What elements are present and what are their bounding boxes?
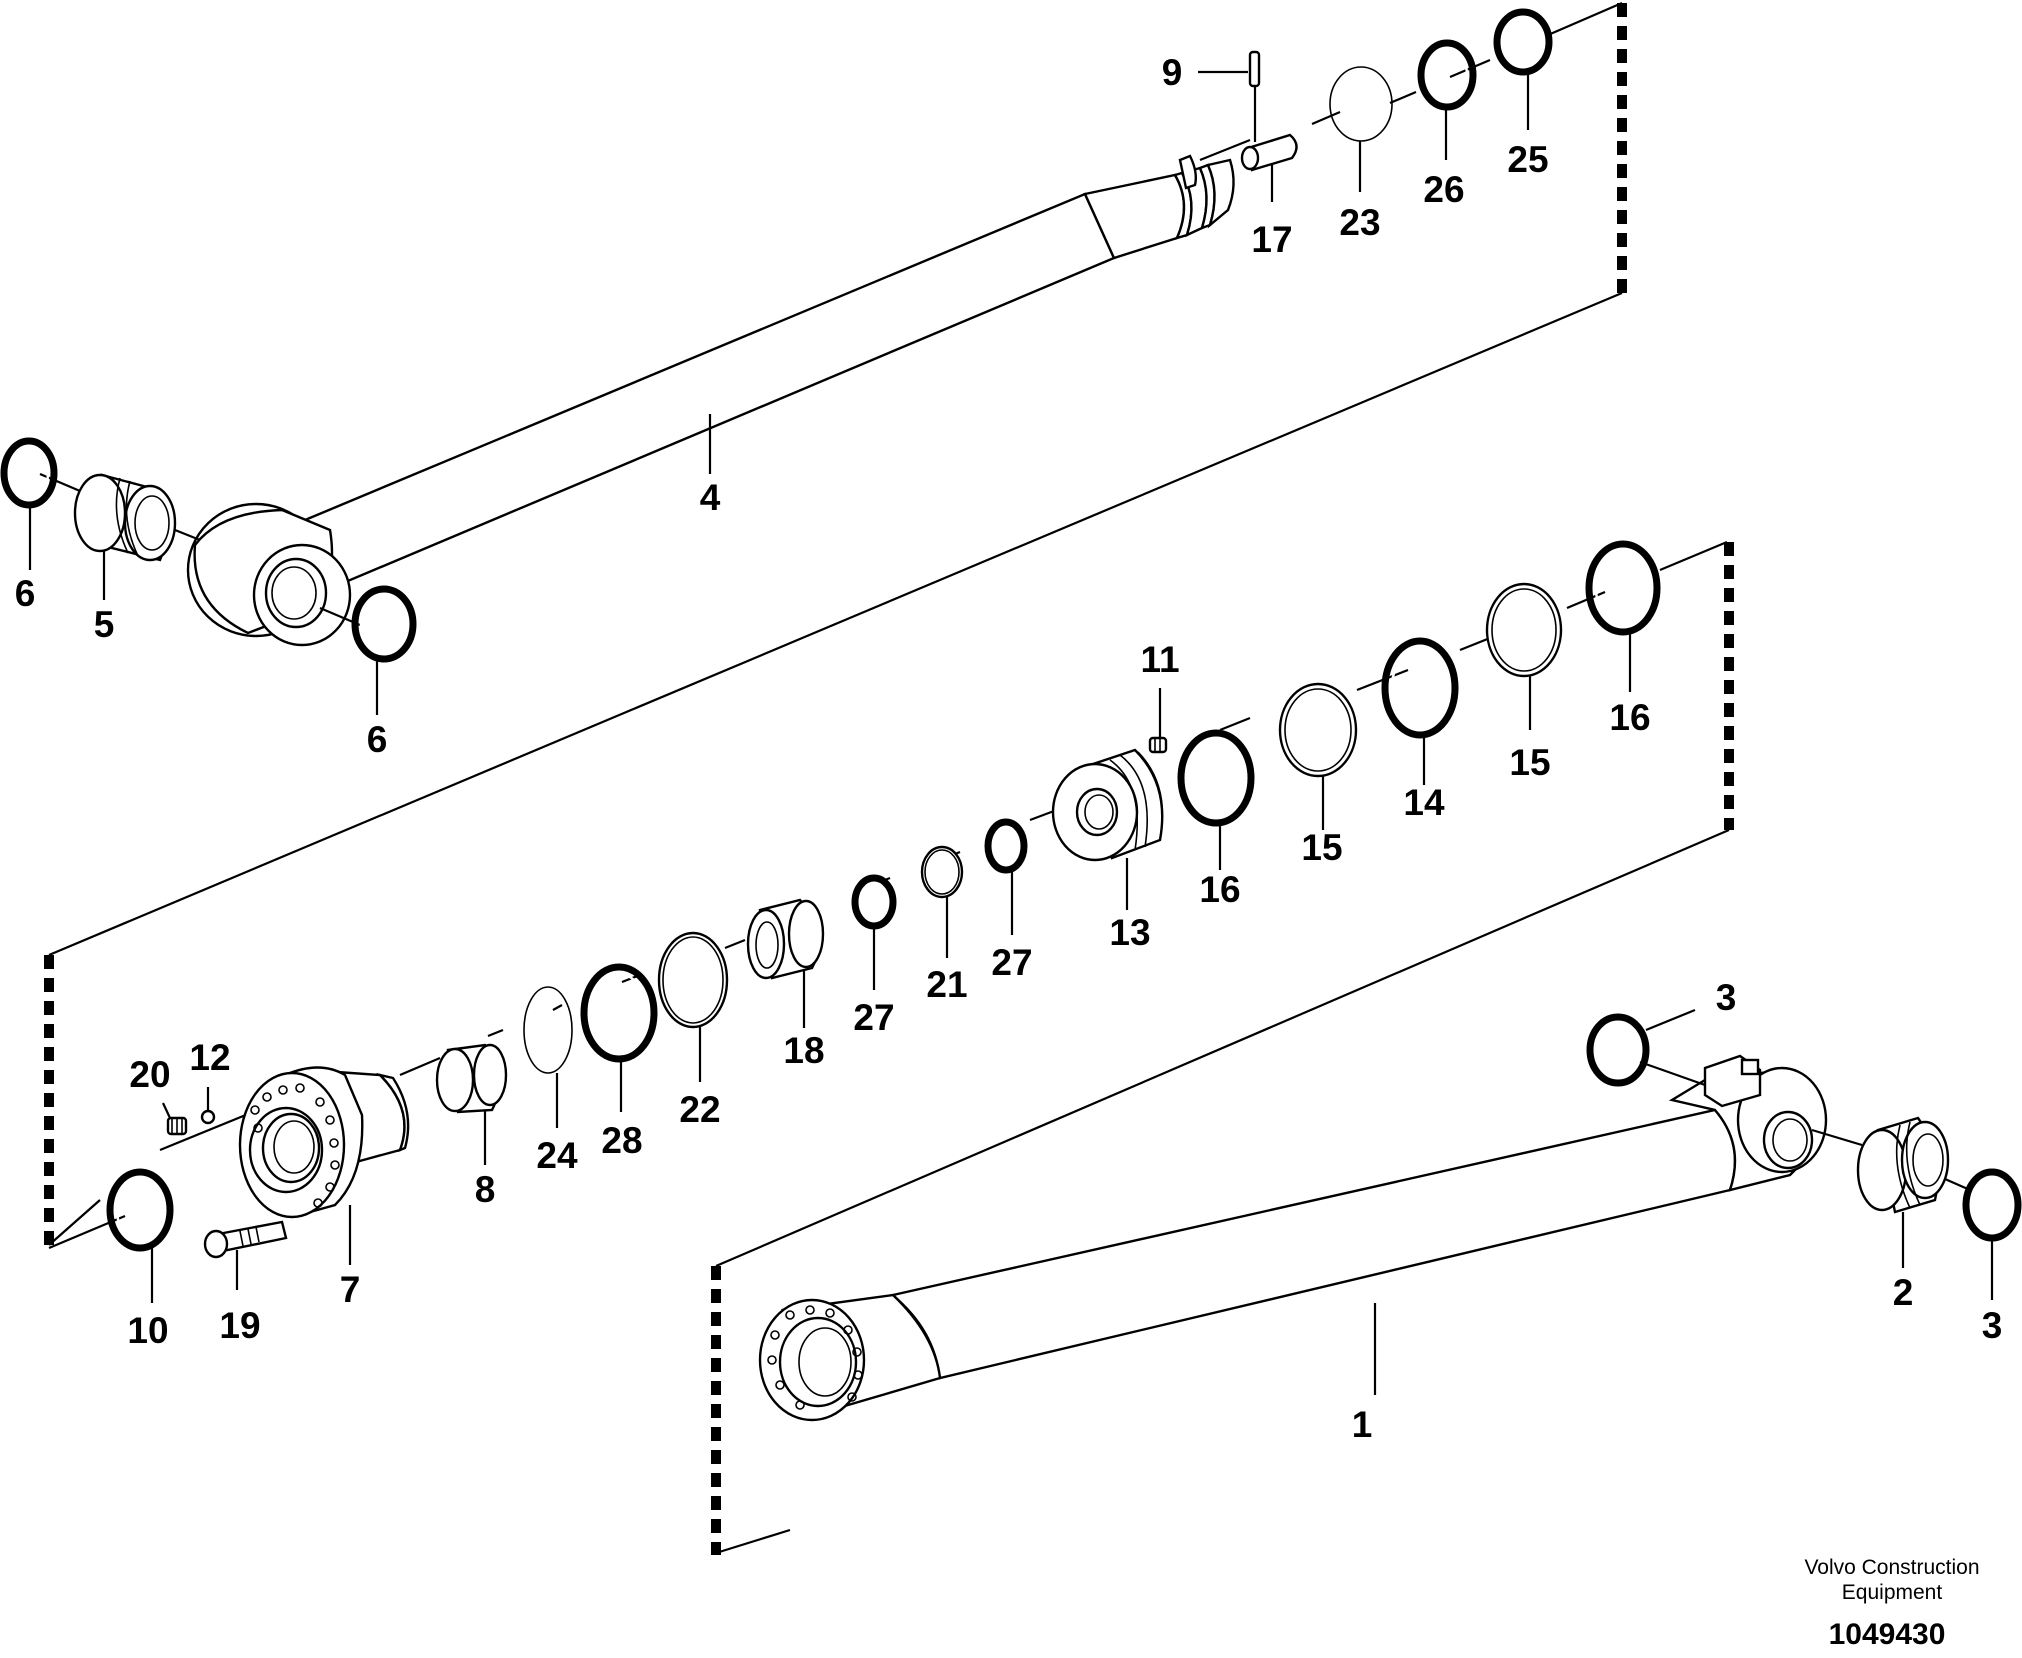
seal-ring-16-right — [1585, 540, 1661, 692]
brand-line-1: Volvo Construction — [1804, 1556, 1979, 1579]
pin-9 — [1198, 50, 1261, 142]
callout-24: 24 — [536, 1135, 578, 1176]
seal-ring-3-upper — [1586, 1008, 1696, 1087]
seal-ring-27-right — [984, 818, 1028, 935]
bushing-8 — [435, 1043, 508, 1165]
callout-4: 4 — [700, 477, 721, 518]
callout-23: 23 — [1339, 202, 1380, 243]
callout-11: 11 — [1140, 639, 1179, 680]
callout-15: 15 — [1509, 742, 1550, 783]
cylinder-head-7 — [238, 1066, 410, 1265]
callout-7: 7 — [340, 1269, 361, 1310]
seal-ring-6-right — [351, 585, 417, 663]
document-number: 1049430 — [1829, 1618, 1946, 1651]
callout-3: 3 — [1982, 1305, 2003, 1346]
footer-block: Volvo Construction Equipment 1049430 — [1804, 1556, 1979, 1651]
seal-ring-3-lower — [1962, 1168, 2022, 1300]
callout-12: 12 — [189, 1037, 230, 1078]
piston-13 — [1051, 748, 1164, 910]
callout-14: 14 — [1403, 782, 1445, 823]
seal-ring-28 — [580, 963, 658, 1112]
seal-ring-25 — [1493, 8, 1553, 130]
seal-ring-16-left — [1177, 729, 1255, 870]
seal-ring-6-left — [0, 437, 58, 509]
bolt-19 — [203, 1220, 288, 1290]
callout-5: 5 — [94, 604, 115, 645]
bushing-5 — [73, 473, 177, 562]
callout-2: 2 — [1893, 1272, 1914, 1313]
callout-9: 9 — [1162, 52, 1183, 93]
callout-27: 27 — [991, 942, 1032, 983]
piston-rod-assembly — [39, 1, 1623, 647]
lock-pin-17 — [1240, 133, 1298, 202]
bushing-2 — [1856, 1116, 1950, 1268]
callout-15: 15 — [1301, 827, 1342, 868]
callout-28: 28 — [601, 1120, 642, 1161]
cylinder-tube — [890, 1108, 1737, 1380]
wear-ring-15-left — [1278, 682, 1358, 830]
seal-ring-14 — [1381, 637, 1459, 785]
wear-ring-15-right — [1485, 582, 1563, 730]
plug-20 — [162, 1102, 188, 1136]
seal-ring-10 — [106, 1168, 174, 1303]
callout-13: 13 — [1109, 912, 1150, 953]
backup-ring-24 — [523, 986, 573, 1128]
callout-25: 25 — [1507, 139, 1548, 180]
ball-12 — [200, 1087, 216, 1125]
o-ring-22 — [657, 931, 729, 1082]
callout-16: 16 — [1609, 697, 1650, 738]
callout-18: 18 — [783, 1030, 824, 1071]
callout-19: 19 — [219, 1305, 260, 1346]
callout-16: 16 — [1199, 869, 1240, 910]
callout-6: 6 — [15, 573, 36, 614]
seal-ring-27-left — [851, 874, 897, 990]
callout-3: 3 — [1716, 977, 1737, 1018]
cylinder-tube-assembly — [715, 1054, 1971, 1555]
callout-27: 27 — [853, 997, 894, 1038]
washer-23 — [1329, 66, 1393, 192]
group-frame-lower — [711, 828, 1730, 1555]
o-ring-21 — [920, 845, 964, 958]
callout-8: 8 — [475, 1169, 496, 1210]
seal-ring-26 — [1417, 39, 1477, 160]
callout-10: 10 — [127, 1310, 168, 1351]
callout-1: 1 — [1352, 1404, 1373, 1445]
callout-22: 22 — [679, 1089, 720, 1130]
piston-rod — [303, 192, 1116, 588]
brand-line-2: Equipment — [1842, 1581, 1943, 1604]
group-frame-upper — [48, 3, 1627, 957]
set-screw-11 — [1148, 688, 1168, 754]
callout-17: 17 — [1251, 219, 1292, 260]
callout-6: 6 — [367, 719, 388, 760]
callout-21: 21 — [926, 964, 967, 1005]
spacer-18 — [746, 898, 825, 1028]
callout-26: 26 — [1423, 169, 1464, 210]
callout-20: 20 — [129, 1054, 170, 1095]
callout-labels: 1 2 3 3 4 5 6 6 7 8 9 10 11 12 13 14 15 … — [15, 52, 2003, 1445]
